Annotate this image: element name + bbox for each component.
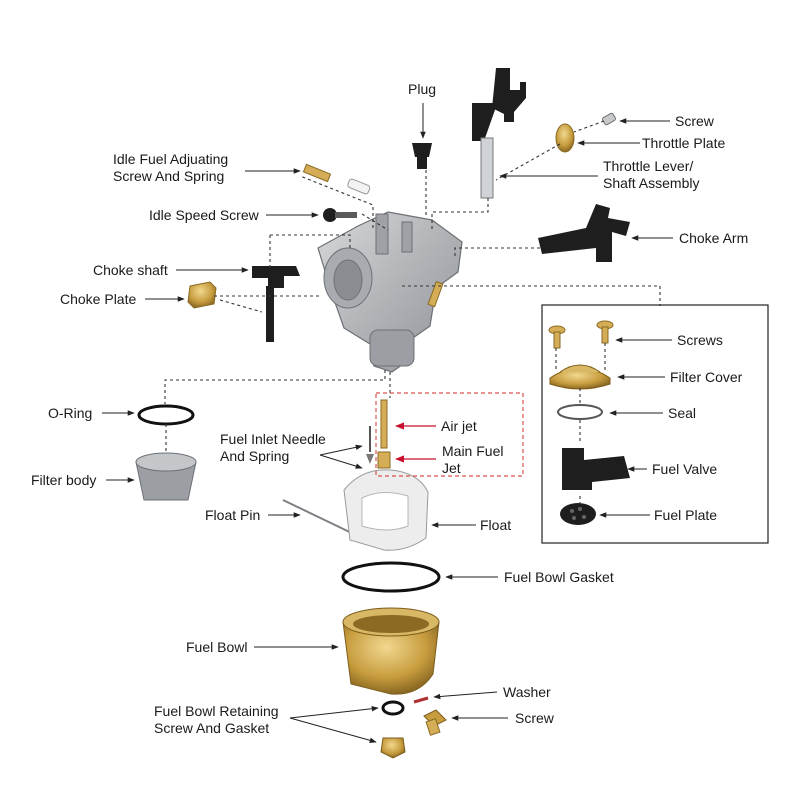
seal-part bbox=[557, 404, 603, 420]
label-air-jet: Air jet bbox=[441, 418, 477, 434]
fuel-bowl-gasket-part bbox=[341, 561, 441, 593]
label-seal: Seal bbox=[668, 405, 696, 421]
label-o-ring: O-Ring bbox=[48, 405, 92, 421]
label-retaining-1: Fuel Bowl Retaining bbox=[154, 703, 279, 719]
label-fuel-bowl: Fuel Bowl bbox=[186, 639, 247, 655]
label-screw-top: Screw bbox=[675, 113, 715, 129]
label-idle-fuel-2: Screw And Spring bbox=[113, 168, 224, 184]
inset-screws-part bbox=[548, 320, 614, 349]
fuel-valve-part bbox=[562, 448, 630, 490]
label-retaining-2: Screw And Gasket bbox=[154, 720, 269, 736]
label-throttle-plate: Throttle Plate bbox=[642, 135, 725, 151]
jets-highlight-box bbox=[375, 392, 524, 477]
throttle-plate-part bbox=[555, 123, 575, 153]
label-float-pin: Float Pin bbox=[205, 507, 260, 523]
label-fuel-inlet-1: Fuel Inlet Needle bbox=[220, 431, 326, 447]
washer-part bbox=[413, 696, 429, 704]
label-screw-bottom: Screw bbox=[515, 710, 555, 726]
choke-shaft-part bbox=[252, 266, 300, 342]
label-main-fuel-1: Main Fuel bbox=[442, 443, 503, 459]
screw-top-part bbox=[602, 112, 616, 126]
leader-lines bbox=[102, 103, 673, 744]
label-filter-cover: Filter Cover bbox=[670, 369, 743, 385]
filter-body-part bbox=[135, 452, 197, 501]
idle-speed-screw-part bbox=[323, 208, 357, 222]
assembly-lines bbox=[164, 120, 661, 503]
float-part bbox=[343, 469, 429, 551]
label-throttle-lever-2: Shaft Assembly bbox=[603, 175, 700, 191]
red-leader-lines bbox=[395, 422, 436, 463]
choke-plate-part bbox=[187, 281, 217, 309]
label-float: Float bbox=[480, 517, 511, 533]
label-fuel-inlet-2: And Spring bbox=[220, 448, 289, 464]
filter-cover-part bbox=[549, 364, 611, 390]
label-plug: Plug bbox=[408, 81, 436, 97]
retaining-screw-part bbox=[380, 700, 406, 759]
label-fuel-valve: Fuel Valve bbox=[652, 461, 717, 477]
label-idle-speed-screw: Idle Speed Screw bbox=[149, 207, 260, 223]
label-fuel-plate: Fuel Plate bbox=[654, 507, 717, 523]
label-choke-plate: Choke Plate bbox=[60, 291, 136, 307]
fuel-bowl-part bbox=[342, 607, 440, 695]
label-main-fuel-2: Jet bbox=[442, 460, 461, 476]
label-fuel-bowl-gasket: Fuel Bowl Gasket bbox=[504, 569, 614, 585]
label-idle-fuel-1: Idle Fuel Adjuating bbox=[113, 151, 228, 167]
label-throttle-lever-1: Throttle Lever/ bbox=[603, 158, 693, 174]
plug-part bbox=[412, 143, 432, 169]
label-filter-body: Filter body bbox=[31, 472, 96, 488]
jets-part bbox=[366, 399, 391, 469]
label-washer: Washer bbox=[503, 684, 551, 700]
o-ring-part bbox=[137, 404, 195, 426]
labels: Plug Screw Throttle Plate Throttle Lever… bbox=[31, 81, 748, 736]
choke-arm-part bbox=[538, 204, 630, 262]
fuel-plate-part bbox=[560, 503, 596, 525]
idle-fuel-screw-part bbox=[302, 163, 371, 195]
label-choke-arm: Choke Arm bbox=[679, 230, 748, 246]
label-choke-shaft: Choke shaft bbox=[93, 262, 168, 278]
throttle-lever-shaft-part bbox=[472, 68, 526, 199]
float-pin-part bbox=[282, 499, 361, 538]
filter-assembly-box bbox=[541, 304, 769, 544]
screw-bottom-part bbox=[423, 709, 447, 736]
label-screws: Screws bbox=[677, 332, 723, 348]
carburetor-body-part bbox=[317, 211, 463, 373]
